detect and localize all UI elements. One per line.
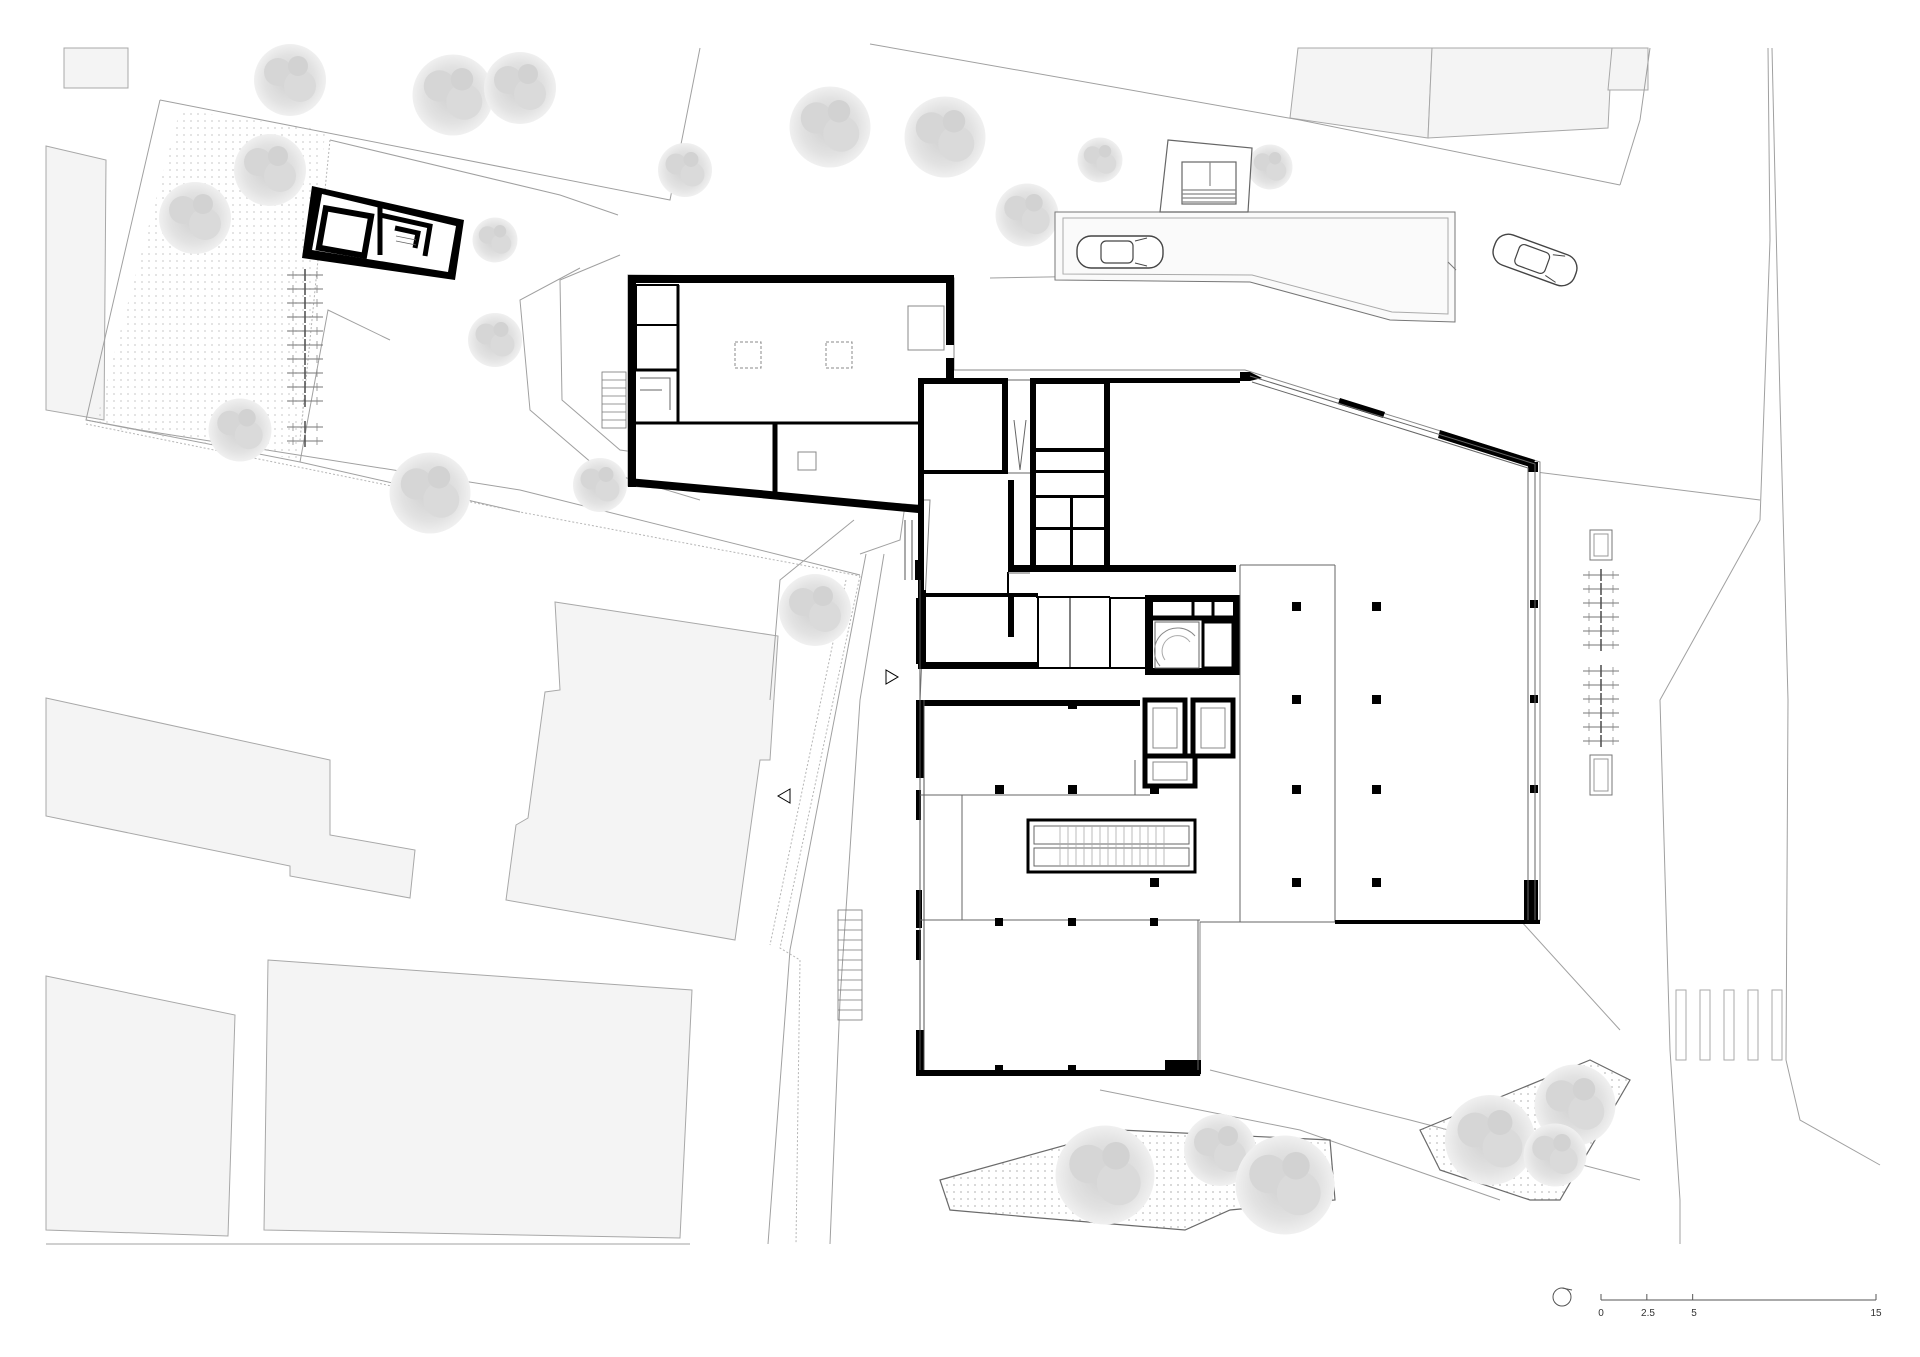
car-icon [1488,229,1582,291]
nw-wing-partitions [635,284,918,492]
bicycle-rack-east [1582,529,1620,796]
escalator [1026,818,1197,874]
pedestrian-crossing [1675,989,1783,1061]
outdoor-stair-sw [837,909,863,1021]
stair-pavilion-nw [302,186,464,280]
neighbour-buildings [45,47,1649,1239]
main-hall-lines [920,564,1336,1070]
north-arrow-icon [1552,1287,1573,1307]
neighbour-building-n-left [63,47,129,89]
lift-and-stair-core [1142,595,1240,789]
scale-label-5: 5 [1691,1308,1697,1319]
corridor-link [1008,379,1030,474]
car-icon [1076,235,1164,269]
scale-bar: 0 2.5 5 15 [1598,1294,1882,1319]
scale-label-2-5: 2.5 [1641,1308,1655,1319]
stair-pavilion-ne [1159,139,1253,213]
triangle-icon [777,788,791,804]
nw-wing-fixtures [640,305,945,471]
main-building [601,274,1541,1076]
entrance-stair-nw [601,371,627,429]
wall-group-nw-wing [628,275,954,513]
west-glazing [904,520,925,1070]
entrance-arrows [777,669,899,804]
columns [995,602,1381,1073]
neighbour-building-w [45,697,416,899]
neighbour-building-center [505,601,779,941]
scale-label-0: 0 [1598,1308,1604,1319]
neighbour-building-sw [45,975,236,1237]
neighbour-building-ne-1 [1289,47,1433,139]
hedges [85,139,861,1245]
neighbour-building-sw-right [263,959,693,1239]
east-hall-glazing [1200,375,1536,923]
neighbour-building-nw [45,145,107,421]
scale-label-15: 15 [1870,1308,1882,1319]
wall-group-core [916,372,1248,669]
neighbour-building-ne-2 [1427,47,1613,139]
triangle-icon [885,669,899,685]
neighbour-building-ne-3 [1607,47,1649,91]
